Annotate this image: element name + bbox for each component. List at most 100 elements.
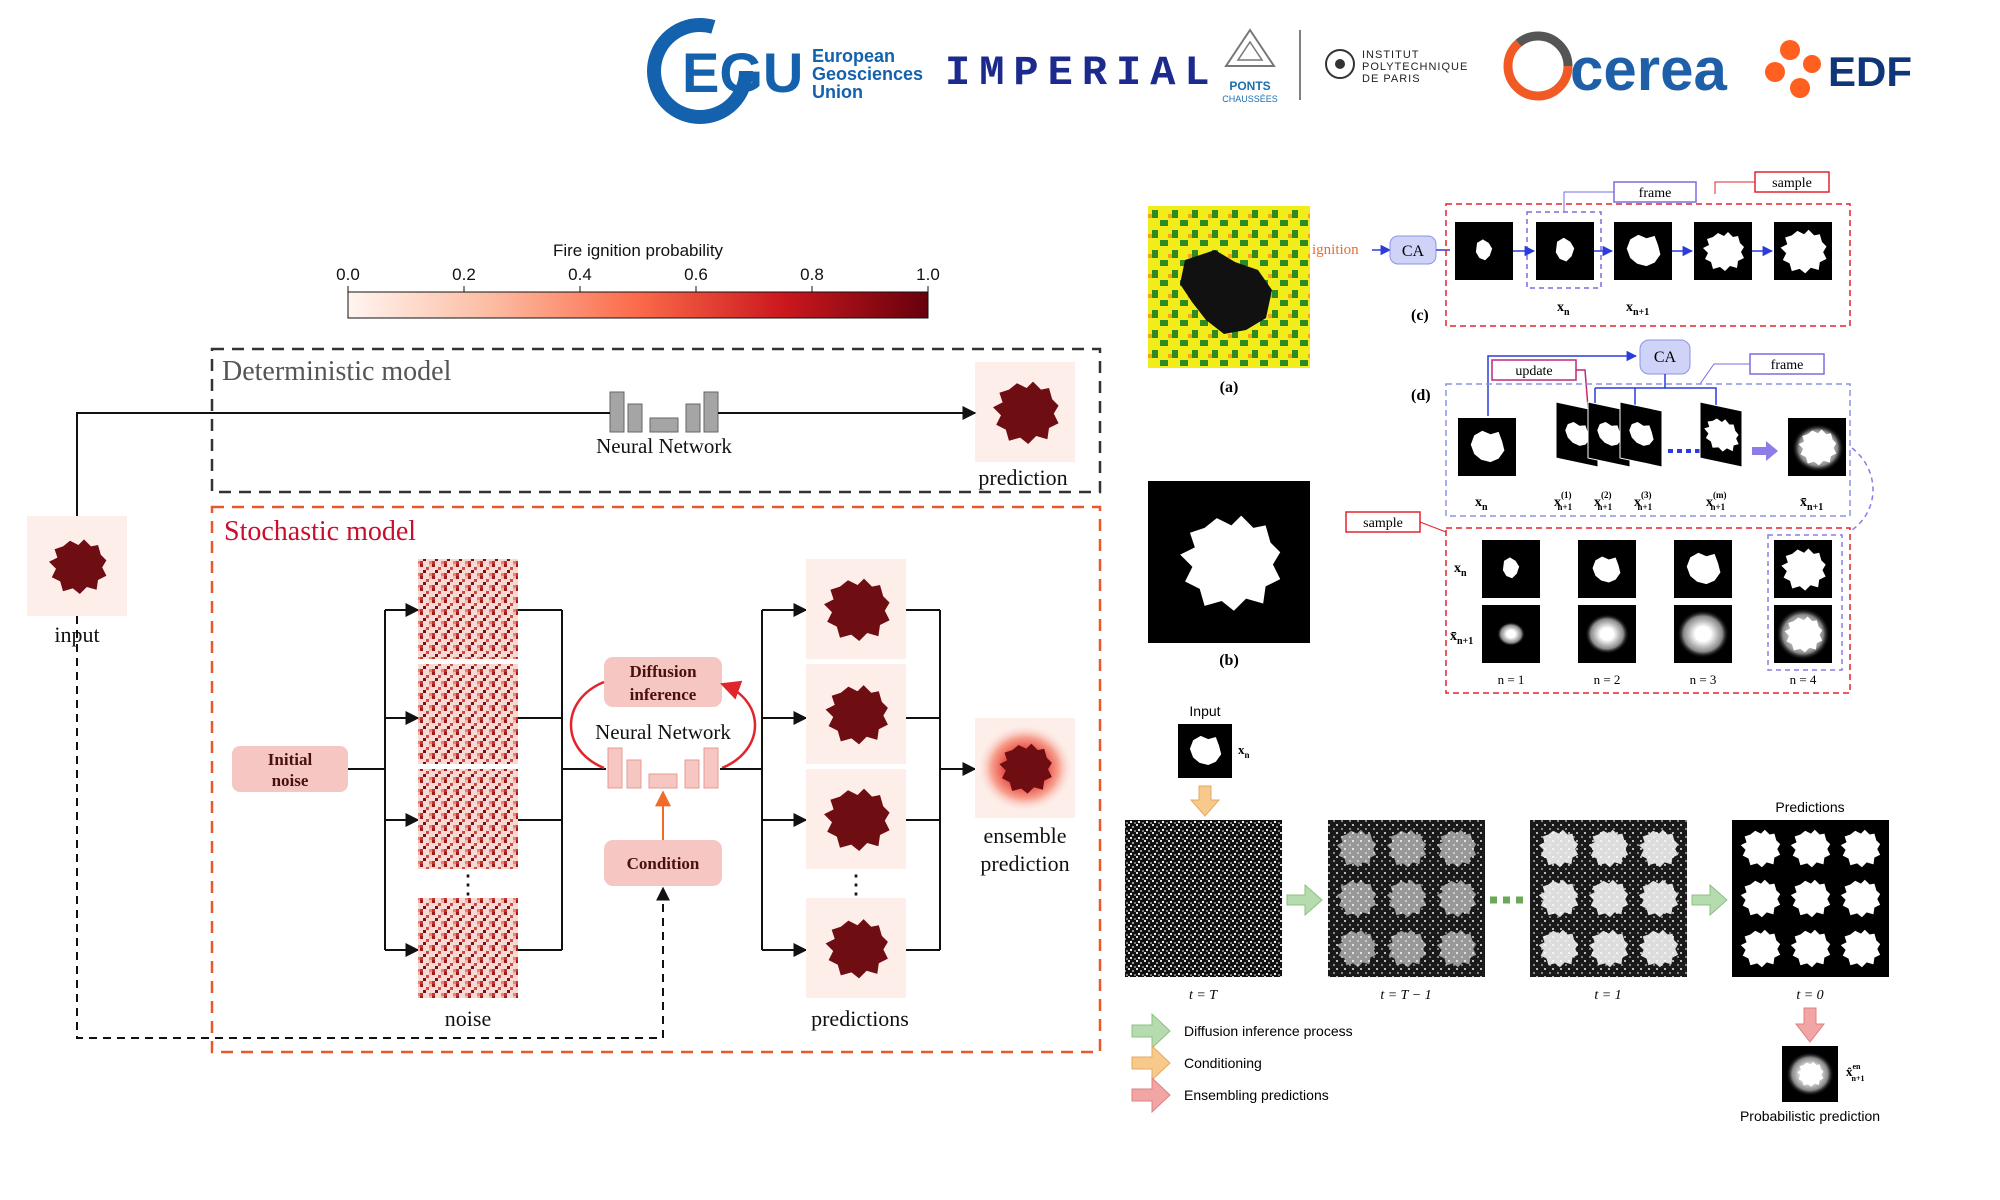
ip-line3: DE PARIS — [1362, 73, 1421, 85]
probabilistic-label: Probabilistic prediction — [1740, 1108, 1880, 1124]
panel-d-col-1: n = 1 — [1498, 672, 1525, 687]
initial-noise-line1: Initial — [268, 750, 313, 769]
panel-a-label: (a) — [1220, 379, 1239, 396]
panel-c-frame-label: frame — [1639, 186, 1672, 201]
noise-fanin — [518, 609, 606, 951]
panel-d-x2: x(2)n+1 — [1594, 490, 1613, 512]
ensemble-arrow — [1794, 1007, 1826, 1043]
panel-c-xn: xn — [1557, 300, 1570, 318]
panel-c-sample-connector — [1714, 181, 1755, 194]
logo-cerea: cerea — [1503, 31, 1727, 103]
condition-label: Condition — [627, 854, 700, 873]
diffusion-inference-box — [604, 657, 722, 707]
logo-imperial: IMPERIAL — [945, 49, 1219, 97]
panel-d-label: (d) — [1411, 387, 1431, 404]
panel-d-n4-highlight — [1767, 534, 1843, 671]
legend-arrow-diffusion — [1131, 1012, 1171, 1050]
egu-line3: Union — [812, 82, 863, 102]
condition-box — [604, 840, 722, 886]
vegetation-burn-area — [1180, 250, 1272, 334]
step-label-T: t = T — [1189, 988, 1218, 1003]
logo-egu: EGU European Geosciences Union — [647, 18, 923, 124]
panel-c-frame-connector — [1563, 191, 1614, 212]
process-step-labels: t = T t = T − 1 t = 1 t = 0 — [1189, 988, 1824, 1003]
panel-d-xbar: x̄n+1 — [1800, 495, 1823, 513]
noise-fanout — [348, 603, 420, 957]
ensemble-label-line2: prediction — [980, 851, 1069, 876]
panel-d-ca-label: CA — [1654, 349, 1677, 366]
conditioning-arrow — [1189, 785, 1221, 817]
panel-d-col-2: n = 2 — [1594, 672, 1621, 687]
panel-d-row1-label: xn — [1454, 561, 1467, 579]
egu-line2: Geosciences — [812, 64, 923, 84]
colorbar-tick-label: 0.6 — [684, 265, 708, 284]
deterministic-title: Deterministic model — [222, 356, 452, 387]
process-step-T — [1125, 820, 1282, 977]
panel-c-sample-box — [1445, 203, 1851, 327]
diffusion-inference-line1: Diffusion — [629, 662, 697, 681]
panel-b-label: (b) — [1219, 652, 1239, 669]
prediction-fanout — [720, 603, 808, 957]
panel-c-ignition: ignition — [1312, 242, 1359, 258]
noise-image-4 — [418, 898, 518, 998]
panel-d-labels: xn x(1)n+1 x(2)n+1 x(3)n+1 x(m)n+1 x̄n+1 — [1475, 490, 1823, 513]
panel-d-columns: n = 1 n = 2 n = 3 n = 4 — [1498, 672, 1817, 687]
panel-c-label: (c) — [1411, 307, 1429, 324]
stochastic-nn-icon — [607, 747, 719, 789]
deterministic-box — [210, 347, 1102, 494]
panel-c-ca-label: CA — [1402, 243, 1425, 260]
panel-d-frame-connector — [1699, 363, 1750, 385]
panel-d-ca-to-xm — [1664, 374, 1722, 418]
colorbar-gradient — [347, 291, 929, 319]
panel-d-x1: x(1)n+1 — [1554, 490, 1573, 512]
initial-noise-box — [232, 746, 348, 792]
legend-arrow-ensemble — [1131, 1076, 1171, 1114]
process-input-label: Input — [1189, 703, 1220, 719]
panel-d-steps — [1458, 401, 1846, 476]
colorbar-tick-label: 0.0 — [336, 265, 360, 284]
ponts-line1: PONTS — [1229, 79, 1270, 93]
colorbar-tick-label: 0.4 — [568, 265, 592, 284]
legend-conditioning: Conditioning — [1184, 1055, 1262, 1071]
stochastic-nn-label: Neural Network — [595, 720, 731, 744]
panel-d-xn-to-ca — [1487, 350, 1638, 416]
process-predictions-label: Predictions — [1775, 799, 1844, 815]
process-arrow-2 — [1691, 883, 1728, 917]
noise-label: noise — [445, 1006, 491, 1031]
predictions-label: predictions — [811, 1006, 909, 1031]
panel-d-frame-box — [1445, 383, 1851, 517]
ip-line1: INSTITUT — [1362, 49, 1420, 61]
panel-d-link-curve — [1851, 447, 1874, 531]
process-input-xn: xn — [1238, 742, 1250, 760]
noise-image-3 — [418, 769, 518, 869]
diffusion-loop-left — [569, 680, 605, 770]
noise-ellipsis: ⋮ — [455, 869, 481, 899]
initial-noise-line2: noise — [272, 771, 309, 790]
noise-image-2 — [418, 664, 518, 764]
panel-d-frame-label: frame — [1771, 358, 1804, 373]
step-label-T-1: t = T − 1 — [1380, 988, 1431, 1003]
input-to-nn-line — [76, 412, 610, 516]
logo-edf: EDF — [1765, 40, 1912, 98]
legend-ensemble: Ensembling predictions — [1184, 1087, 1329, 1103]
panel-d-sample-grid — [1482, 540, 1832, 663]
process-legend: Diffusion inference process Conditioning… — [1131, 1012, 1353, 1114]
edf-word: EDF — [1828, 48, 1912, 95]
input-to-condition-line — [76, 616, 670, 1039]
legend-diffusion: Diffusion inference process — [1184, 1023, 1353, 1039]
panel-c-sample-label: sample — [1772, 176, 1812, 191]
deterministic-prediction-label: prediction — [978, 465, 1067, 490]
process-step-T-1-shapes — [1336, 829, 1477, 968]
panel-d-xn: xn — [1475, 495, 1488, 513]
panel-d-update-label: update — [1515, 364, 1552, 379]
panel-c-frames — [1455, 222, 1832, 280]
diffusion-loop-right — [720, 680, 757, 770]
process-arrow-1 — [1286, 883, 1323, 917]
colorbar-tick-label: 1.0 — [916, 265, 940, 284]
colorbar-tick-label: 0.8 — [800, 265, 824, 284]
step-label-0: t = 0 — [1796, 988, 1823, 1003]
diffusion-inference-line2: inference — [630, 685, 697, 704]
